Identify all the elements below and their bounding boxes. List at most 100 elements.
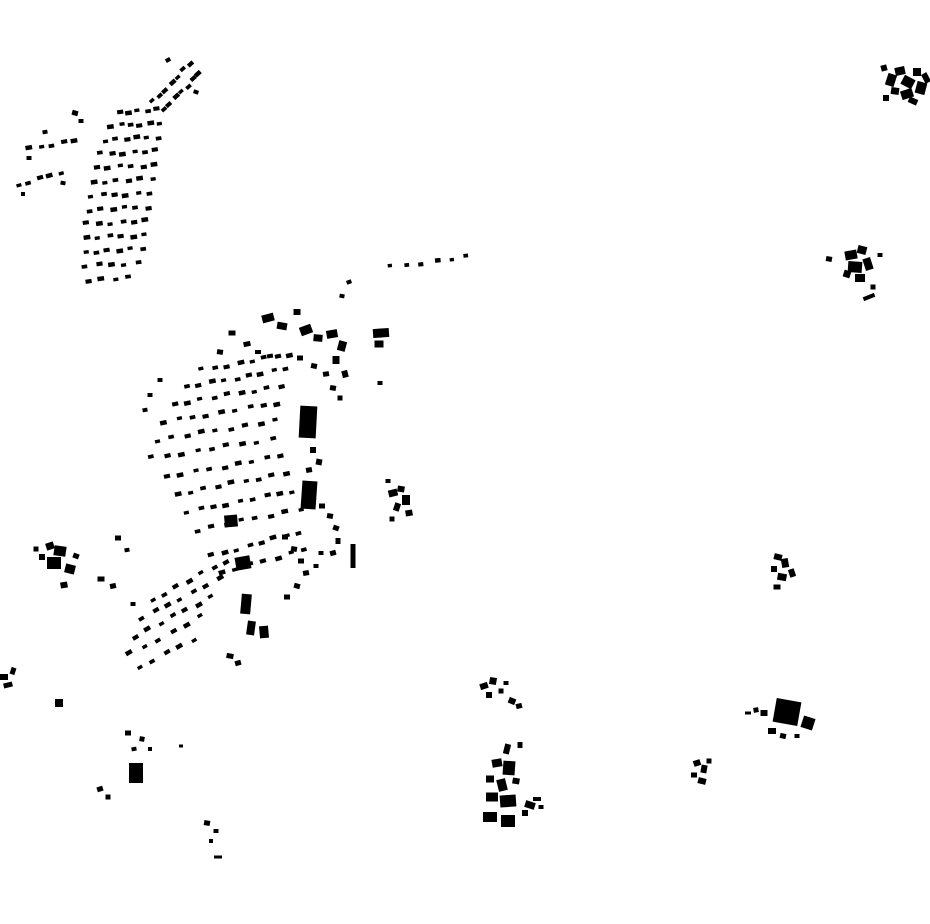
building-footprint (210, 504, 217, 510)
building-footprint (83, 249, 90, 255)
building-footprint (159, 419, 168, 426)
building-footprint (194, 601, 204, 609)
building-footprint (890, 86, 900, 96)
building-footprint (310, 362, 318, 370)
building-footprint (127, 246, 133, 251)
building-footprint (257, 421, 266, 427)
building-footprint (148, 658, 156, 665)
building-footprint (158, 620, 165, 627)
building-footprint (405, 509, 413, 517)
building-footprint (109, 150, 116, 156)
building-footprint (847, 261, 863, 273)
building-footprint (226, 652, 234, 660)
building-footprint (251, 515, 258, 521)
building-footprint (135, 175, 144, 181)
building-footprint (264, 492, 272, 498)
building-footprint (171, 582, 180, 590)
building-footprint (177, 451, 186, 458)
building-footprint (174, 491, 182, 497)
building-footprint (201, 582, 210, 590)
building-footprint (209, 839, 213, 843)
building-footprint (38, 144, 45, 149)
building-footprint (921, 72, 930, 84)
building-footprint (274, 353, 282, 359)
building-footprint (169, 612, 177, 619)
building-footprint (198, 366, 204, 371)
building-footprint (112, 177, 119, 183)
building-footprint (243, 478, 250, 484)
building-footprint (117, 163, 124, 168)
building-footprint (111, 136, 119, 141)
building-footprint (120, 263, 127, 268)
building-footprint (111, 192, 118, 198)
building-footprint (223, 390, 231, 397)
building-footprint (255, 350, 261, 354)
building-footprint (884, 72, 898, 88)
building-footprint (753, 707, 759, 713)
building-footprint (175, 642, 184, 650)
building-footprint (234, 376, 241, 382)
building-footprint (259, 558, 267, 564)
building-footprint (192, 89, 200, 95)
building-footprint (261, 312, 275, 324)
building-footprint (183, 383, 191, 389)
building-footprint (156, 121, 163, 126)
building-footprint (293, 309, 301, 315)
building-footprint (208, 378, 217, 385)
building-footprint (211, 395, 218, 401)
building-footprint (273, 401, 281, 408)
building-footprint (164, 453, 172, 459)
building-footprint (187, 490, 194, 495)
building-footprint (156, 92, 164, 99)
building-footprint (195, 448, 202, 453)
building-footprint (193, 468, 199, 473)
building-footprint (479, 681, 489, 691)
building-footprint (60, 138, 68, 145)
building-footprint (345, 279, 353, 285)
building-footprint (243, 340, 251, 348)
building-footprint (499, 794, 517, 808)
building-footprint (138, 615, 145, 622)
building-footprint (96, 206, 104, 212)
building-footprint (515, 702, 523, 710)
building-footprint (248, 459, 255, 465)
building-footprint (335, 538, 341, 544)
building-footprint (332, 356, 340, 364)
building-footprint (322, 371, 330, 377)
building-footprint (538, 805, 544, 809)
building-footprint (174, 74, 181, 81)
building-footprint (96, 785, 104, 793)
building-footprint (86, 209, 93, 214)
building-footprint (155, 136, 162, 141)
building-footprint (102, 180, 108, 185)
building-footprint (844, 249, 858, 261)
building-footprint (258, 625, 270, 639)
building-footprint (776, 572, 788, 582)
building-footprint (71, 109, 79, 117)
building-footprint (197, 569, 204, 576)
building-footprint (284, 594, 290, 600)
building-footprint (434, 257, 441, 263)
building-footprint (238, 389, 246, 396)
building-footprint (196, 396, 203, 401)
building-footprint (124, 649, 133, 657)
building-footprint (318, 551, 324, 555)
building-footprint (486, 692, 492, 698)
building-footprint (170, 627, 178, 635)
building-footprint (266, 353, 274, 359)
building-footprint (93, 250, 100, 256)
building-footprint (300, 480, 318, 510)
building-footprint (135, 123, 143, 129)
building-footprint (221, 549, 229, 556)
building-footprint (131, 634, 140, 641)
building-footprint (300, 547, 308, 553)
building-footprint (3, 681, 13, 689)
building-footprint (894, 66, 906, 76)
building-footprint (255, 477, 262, 483)
building-footprint (172, 92, 181, 101)
building-footprint (130, 234, 138, 240)
building-footprint (139, 736, 145, 742)
building-footprint (64, 563, 76, 575)
building-footprint (107, 233, 114, 238)
building-footprint (246, 620, 256, 636)
